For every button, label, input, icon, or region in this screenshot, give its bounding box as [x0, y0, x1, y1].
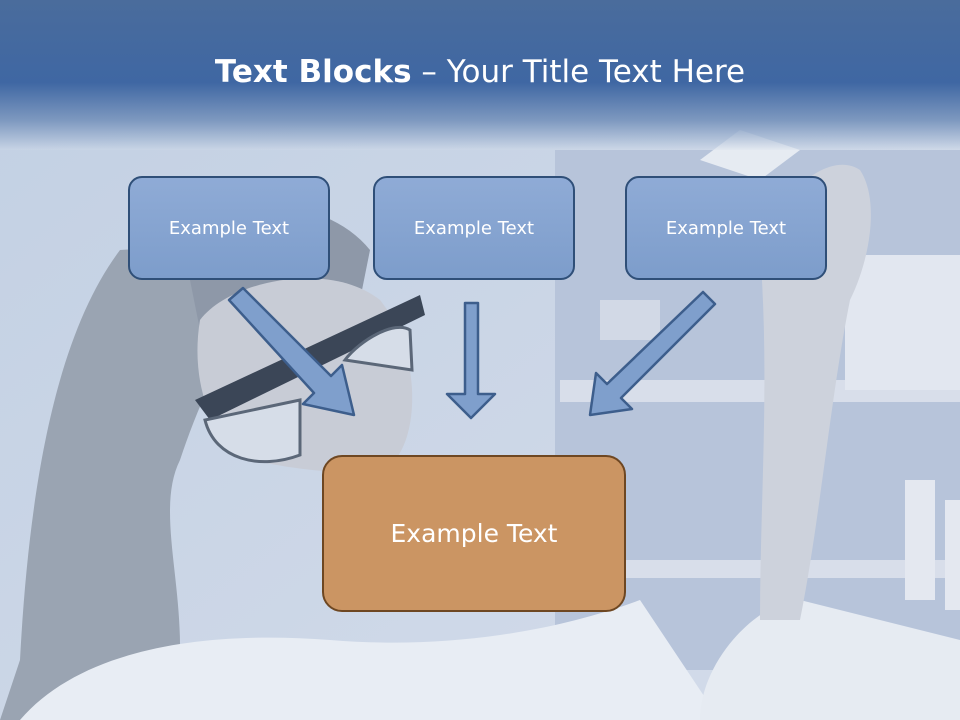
- text-block-right[interactable]: Example Text: [625, 176, 827, 280]
- text-block-left[interactable]: Example Text: [128, 176, 330, 280]
- text-block-main[interactable]: Example Text: [322, 455, 626, 612]
- title-bold-part: Text Blocks: [214, 54, 412, 90]
- text-block-right-label: Example Text: [665, 217, 787, 239]
- title-band: [0, 0, 960, 150]
- text-block-center[interactable]: Example Text: [373, 176, 575, 280]
- title-regular-part: – Your Title Text Here: [411, 54, 746, 90]
- slide-title: Text Blocks – Your Title Text Here: [0, 54, 960, 90]
- text-block-main-label: Example Text: [390, 519, 558, 548]
- text-block-left-label: Example Text: [168, 217, 290, 239]
- text-block-center-label: Example Text: [413, 217, 535, 239]
